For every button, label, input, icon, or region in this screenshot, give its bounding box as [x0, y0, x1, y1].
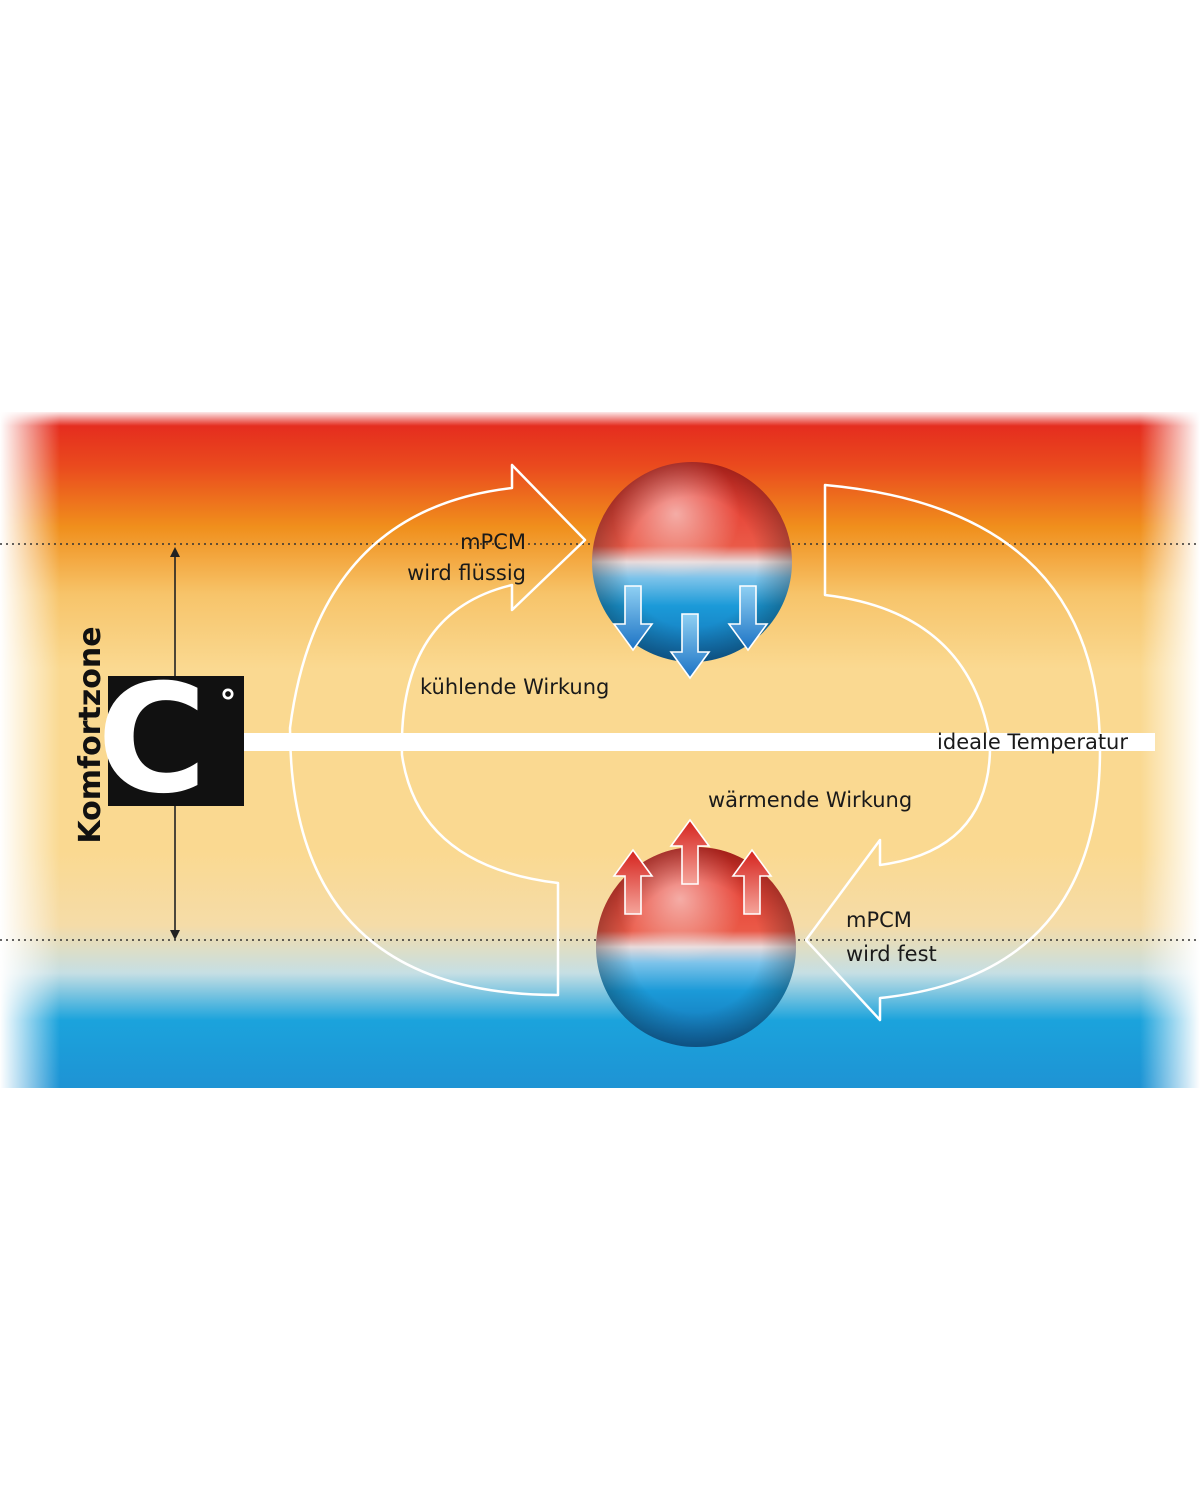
celsius-logo: C ° — [97, 653, 244, 827]
ideal-temperature-bar — [243, 733, 1155, 751]
cooling-effect-label: kühlende Wirkung — [420, 675, 609, 699]
comfort-zone-range-arrow-icon — [170, 547, 180, 940]
comfort-zone-label: Komfortzone — [73, 626, 108, 843]
warming-effect-label: wärmende Wirkung — [708, 788, 912, 812]
ideal-temperature-label: ideale Temperatur — [937, 730, 1128, 754]
melt-label-line2: wird flüssig — [407, 561, 526, 585]
degree-symbol: ° — [220, 683, 237, 723]
solidifying-cycle-arrow-icon — [804, 483, 1102, 1022]
melting-cycle-arrow-icon — [288, 463, 587, 997]
solid-label-line2: wird fest — [846, 942, 937, 966]
celsius-letter: C — [97, 653, 207, 827]
solid-label-line1: mPCM — [846, 908, 912, 932]
melt-label-line1: mPCM — [460, 530, 526, 554]
